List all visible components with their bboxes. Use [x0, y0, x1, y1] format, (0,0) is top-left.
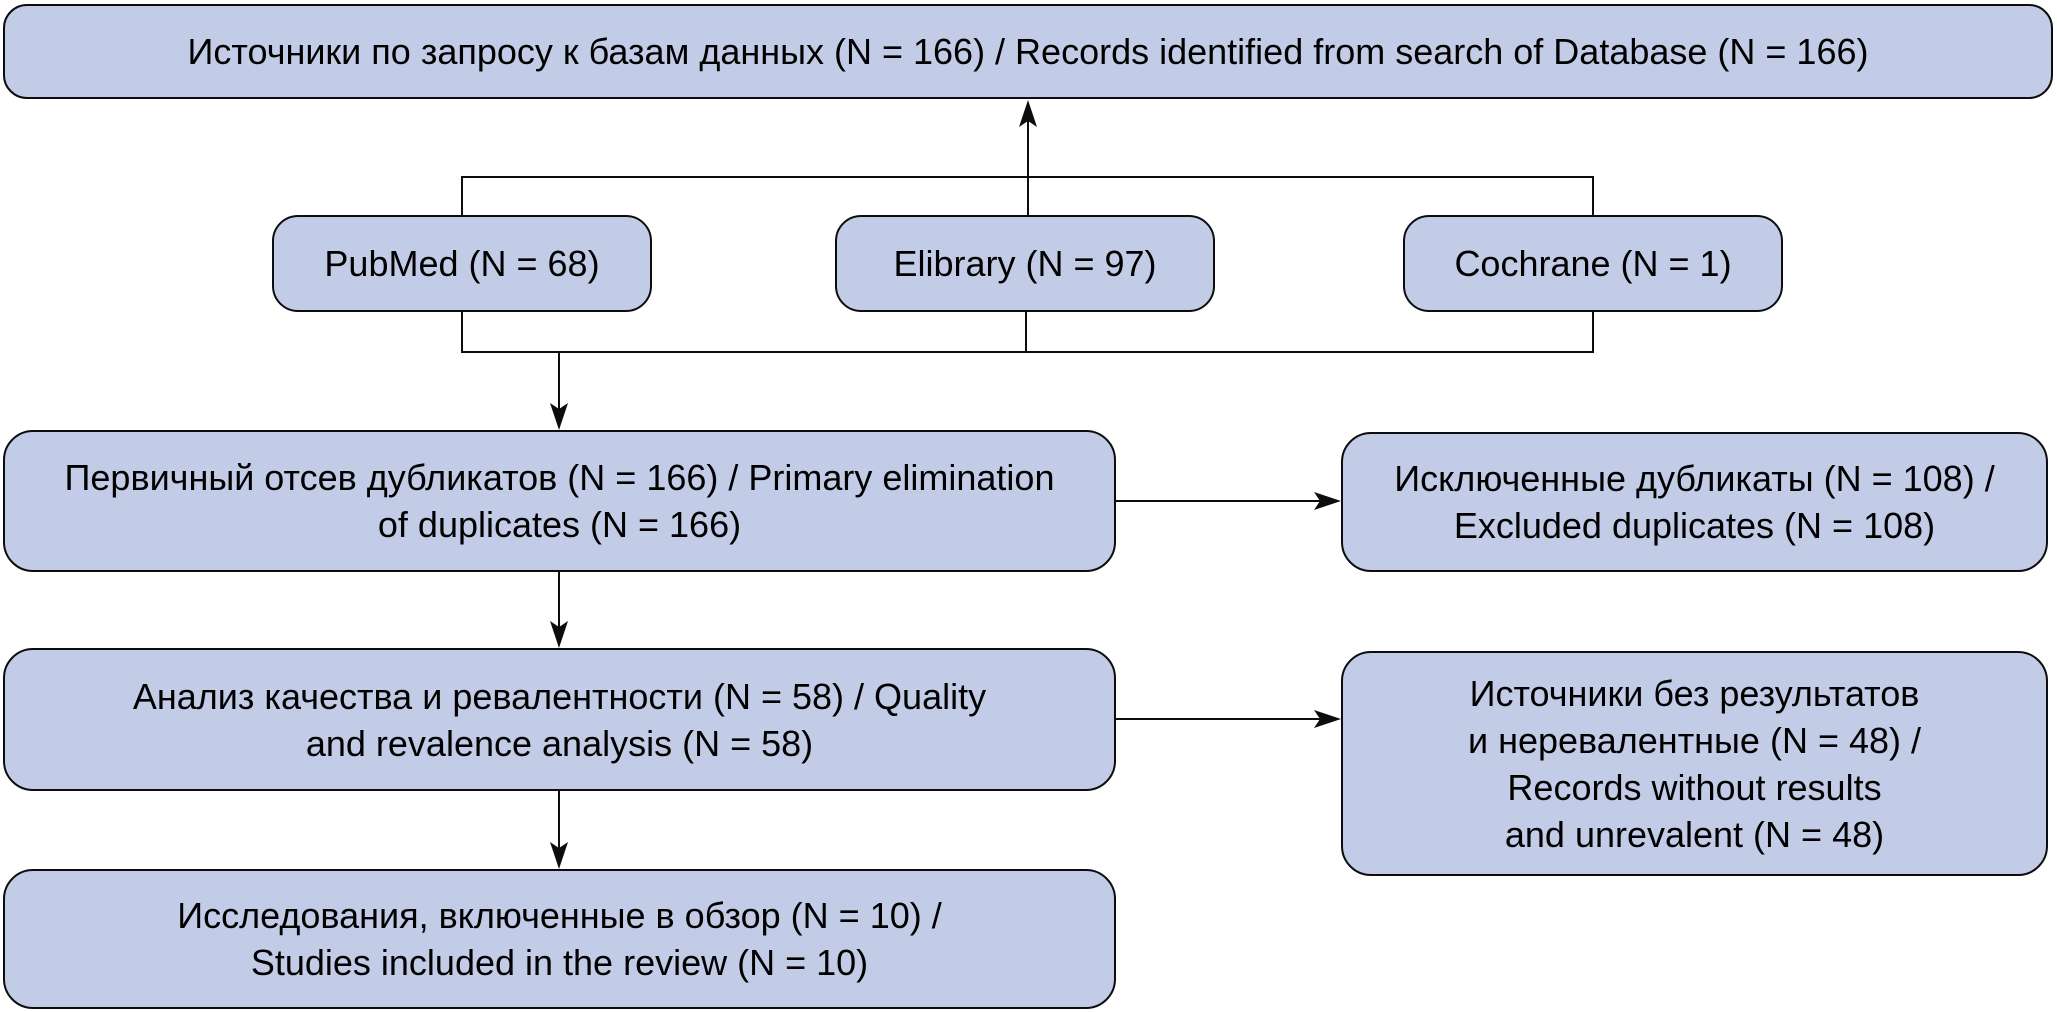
node-excluded-duplicates: Исключенные дубликаты (N = 108) / Exclud… [1341, 432, 2048, 572]
node-included-studies: Исследования, включенные в обзор (N = 10… [3, 869, 1116, 1009]
arrowhead-up [1019, 100, 1037, 127]
node-quality-analysis: Анализ качества и ревалентности (N = 58)… [3, 648, 1116, 791]
node-pubmed: PubMed (N = 68) [272, 215, 652, 312]
arrowhead-down-3 [550, 842, 568, 869]
node-elibrary-label: Elibrary (N = 97) [893, 243, 1157, 284]
node-cochrane-label: Cochrane (N = 1) [1454, 243, 1732, 284]
node-primary-elimination-label: Первичный отсев дубликатов (N = 166) / P… [64, 457, 1055, 545]
arrowhead-down-2 [550, 621, 568, 648]
node-included-studies-label: Исследования, включенные в обзор (N = 10… [177, 895, 942, 983]
node-elibrary: Elibrary (N = 97) [835, 215, 1215, 312]
arrowhead-down-1 [550, 403, 568, 430]
node-records-identified: Источники по запросу к базам данных (N =… [3, 4, 2053, 99]
arrowhead-right-2 [1314, 710, 1341, 728]
node-records-without-results: Источники без результатов и неревалентны… [1341, 651, 2048, 876]
node-cochrane: Cochrane (N = 1) [1403, 215, 1783, 312]
node-excluded-duplicates-label: Исключенные дубликаты (N = 108) / Exclud… [1394, 458, 1995, 546]
node-quality-analysis-label: Анализ качества и ревалентности (N = 58)… [132, 675, 987, 764]
node-records-identified-label: Источники по запросу к базам данных (N =… [187, 31, 1869, 72]
node-primary-elimination: Первичный отсев дубликатов (N = 166) / P… [3, 430, 1116, 572]
node-pubmed-label: PubMed (N = 68) [324, 243, 600, 284]
arrowhead-right-1 [1314, 492, 1341, 510]
node-records-without-results-label: Источники без результатов и неревалентны… [1467, 672, 1922, 855]
